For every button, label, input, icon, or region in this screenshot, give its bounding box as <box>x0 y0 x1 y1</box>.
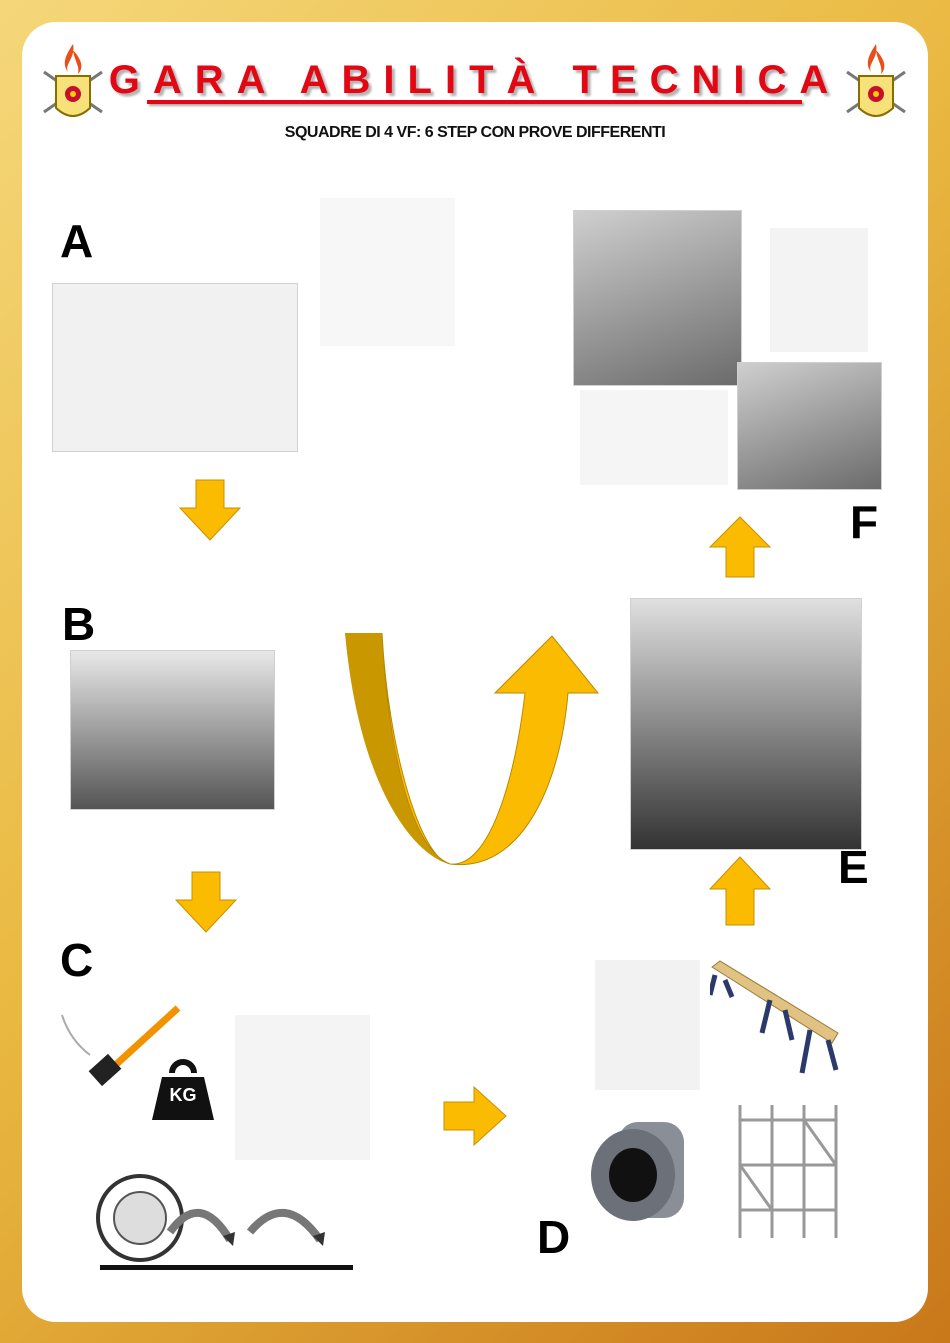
title-underline <box>147 100 802 104</box>
scaffold-icon <box>738 1105 838 1238</box>
chainsaw-image <box>580 390 728 485</box>
tire-flip-icon <box>96 1174 353 1270</box>
arrow-down-icon <box>174 871 238 933</box>
pump-sketch-image <box>52 283 298 452</box>
fire-brigade-crest-icon <box>846 44 906 117</box>
poster-title: GARA ABILITÀ TECNICA <box>108 58 842 102</box>
firefighter-axe-photo <box>573 210 742 386</box>
balance-beam-icon <box>710 960 839 1074</box>
poster-subtitle: SQUADRE DI 4 VF: 6 STEP CON PROVE DIFFER… <box>284 124 666 141</box>
firefighter-rescue-tool-image <box>630 598 862 850</box>
firefighter-hose-sketch-image <box>320 198 455 346</box>
firefighter-mask-image <box>70 650 275 810</box>
rope-knots-image <box>770 228 868 352</box>
fire-brigade-crest-icon <box>43 44 103 117</box>
arrow-right-icon <box>443 1085 507 1147</box>
arrow-down-icon <box>178 479 242 541</box>
pipe-tunnel-icon <box>591 1122 684 1221</box>
sledgehammer-icon <box>61 1005 181 1087</box>
step-label-d: D <box>537 1211 571 1263</box>
kettlebell-weight-icon: KG <box>148 1055 218 1122</box>
wall-climb-icon <box>595 960 700 1090</box>
step-label-a: A <box>60 215 94 267</box>
weight-label: KG <box>169 1085 197 1105</box>
step-label-f: F <box>850 496 879 548</box>
arrow-up-icon <box>708 516 772 578</box>
step-label-c: C <box>60 934 94 986</box>
u-turn-arrow-icon <box>345 632 600 866</box>
step-label-b: B <box>62 598 96 650</box>
fireman-carry-image <box>235 1015 370 1160</box>
arrow-up-icon <box>708 856 772 926</box>
door-forcing-photo <box>737 362 882 490</box>
step-label-e: E <box>838 841 869 893</box>
